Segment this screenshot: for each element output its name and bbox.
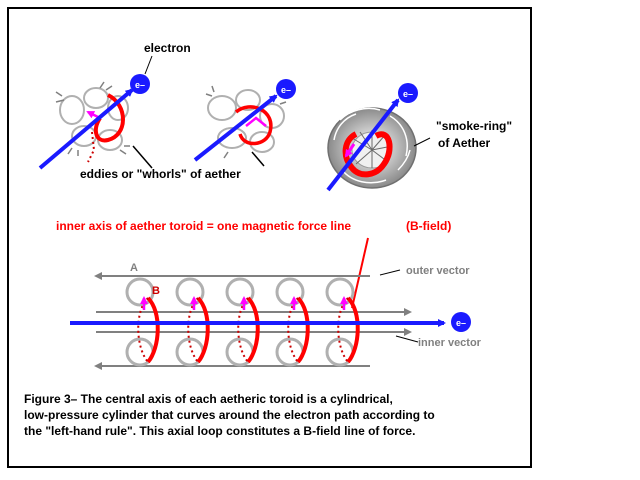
smoke-ring-label-2: of Aether [438, 136, 491, 150]
inner-vector-label: inner vector [418, 337, 482, 349]
eddies-cluster-1 [38, 81, 134, 170]
outer-vector-leader [379, 269, 401, 276]
caption-line-1: Figure 3– The central axis of each aethe… [24, 392, 393, 406]
b-field-label: (B-field) [406, 219, 451, 233]
figure-caption: Figure 3– The central axis of each aethe… [24, 391, 524, 439]
electron-leader [144, 55, 153, 75]
electron-icon-2: e– [276, 79, 296, 99]
svg-text:e–: e– [456, 318, 466, 328]
figure-frame [7, 7, 532, 468]
caption-line-2: low-pressure cylinder that curves around… [24, 408, 435, 422]
electron-icon-1: e– [130, 74, 150, 94]
smoke-ring-toroid [326, 98, 417, 192]
electron-icon-3: e– [398, 83, 418, 103]
eddies-cluster-2 [193, 85, 287, 162]
caption-line-3: the "left-hand rule". This axial loop co… [24, 424, 416, 438]
inner-vector-leader [395, 335, 419, 343]
marker-a-label: A [130, 262, 138, 274]
eddies-leader-2 [251, 151, 265, 167]
smoke-ring-label-1: "smoke-ring" [436, 119, 512, 133]
eddies-label: eddies or "whorls" of aether [80, 167, 241, 181]
svg-text:e–: e– [403, 89, 413, 99]
electron-icon-4: e– [451, 312, 471, 332]
smoke-ring-leader [413, 137, 431, 147]
toroid-row [70, 272, 446, 370]
inner-axis-label: inner axis of aether toroid = one magnet… [56, 219, 351, 233]
electron-label: electron [144, 41, 191, 55]
svg-text:e–: e– [135, 80, 145, 90]
marker-b-label: B [152, 285, 160, 297]
outer-vector-label: outer vector [406, 265, 470, 277]
eddies-leader-1 [132, 145, 153, 169]
b-field-leader [351, 237, 369, 309]
svg-text:e–: e– [281, 85, 291, 95]
